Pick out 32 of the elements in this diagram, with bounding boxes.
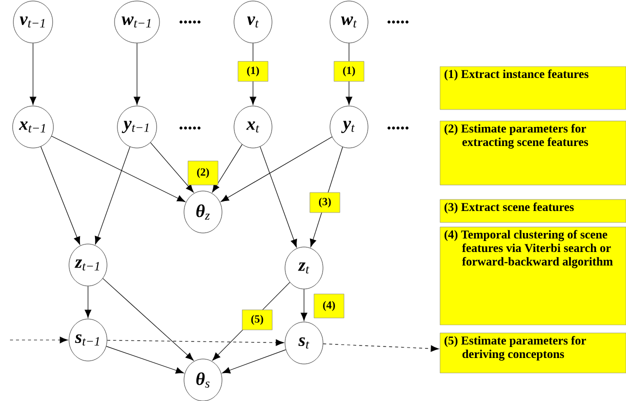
step-number-box: (5)	[242, 310, 272, 330]
ellipsis: .....	[180, 126, 200, 130]
arrow	[220, 136, 332, 202]
arrow	[134, 42, 140, 105]
step-number-box: (2)	[188, 160, 218, 186]
arrow	[102, 278, 194, 361]
arrow	[322, 344, 439, 352]
arrow	[106, 346, 184, 374]
step-box: (5) Estimate parameters for deriving conceptons	[440, 332, 626, 374]
ellipsis: .....	[388, 20, 408, 24]
arrow	[222, 349, 286, 374]
arrow	[40, 146, 80, 245]
arrow	[106, 339, 284, 346]
ellipsis: .....	[180, 20, 200, 24]
step-number-box: (1)	[334, 61, 364, 82]
step-box: (3) Extract scene features	[440, 199, 626, 223]
step-box: (4) Temporal clustering of scene features via Viterbi search or forward-backward algorithm	[440, 226, 626, 326]
arrow	[300, 288, 308, 321]
step-box: (2) Estimate parameters for extracting scene features	[440, 120, 626, 186]
step-box: (1) Extract instance features	[440, 66, 626, 110]
step-number-box: (4)	[314, 294, 344, 318]
arrow	[84, 286, 92, 318]
arrow	[94, 146, 130, 244]
arrow	[30, 42, 36, 105]
arrow	[51, 136, 186, 202]
arrow	[260, 146, 298, 248]
arrow	[150, 142, 194, 193]
ellipsis: .....	[388, 126, 408, 130]
step-number-box: (3)	[310, 192, 340, 213]
arrow	[10, 336, 68, 344]
arrow	[212, 144, 242, 192]
step-number-box: (1)	[238, 61, 268, 82]
